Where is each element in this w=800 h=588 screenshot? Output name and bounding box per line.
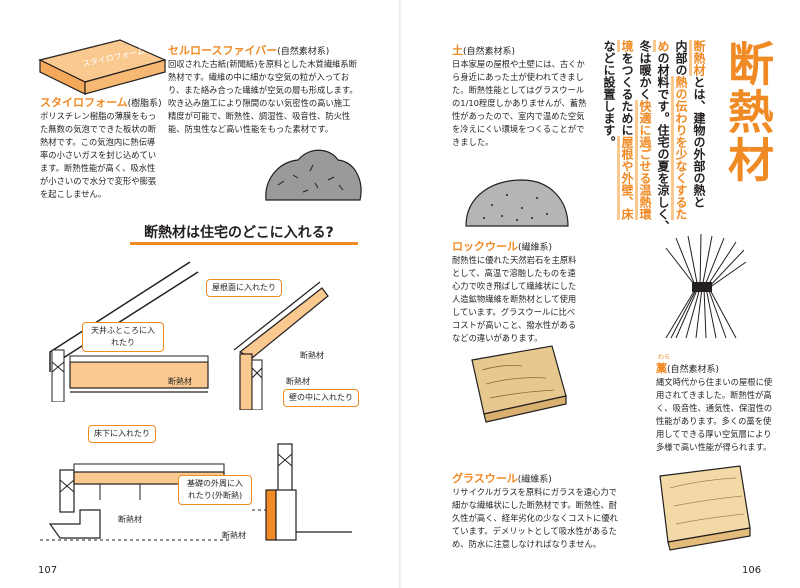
callout-roof: 屋根面に入れたり (206, 279, 282, 297)
straw-bundle-illustration (665, 233, 747, 339)
glasswool-title: グラスウール (452, 472, 518, 485)
page-number-right: 106 (742, 565, 762, 576)
intro-col-6: などに設置します。 (602, 40, 616, 148)
intro-col-2: 内部の熱の伝わりを少なくするた (671, 40, 689, 240)
intro-col-2-text: 内部の (674, 40, 688, 76)
label-insulation-foundation: 断熱材 (222, 531, 246, 540)
styrofoam-description: ポリスチレン樹脂の薄膜をもった無数の気泡でできた板状の断熱材です。この気泡内に熱… (40, 111, 157, 199)
intro-col-3-text: の材料です。住宅の夏を涼しく、 (656, 52, 670, 232)
straw-heading: 藁(自然素材系) (656, 360, 719, 376)
foundation-insulation-diagram (252, 443, 352, 541)
page-number-left: 107 (38, 565, 58, 576)
cellulose-pile-illustration (265, 149, 362, 201)
book-gutter (399, 0, 401, 588)
section-heading-underline (130, 242, 358, 245)
ceiling-insulation-diagram (49, 261, 209, 402)
glasswool-heading: グラスウール(繊維系) (452, 470, 552, 486)
callout-foundation-text: 基礎の外周に入れたり(外断熱) (187, 479, 243, 500)
label-insulation-ceiling: 断熱材 (168, 377, 192, 386)
intro-col-2-highlight: 熱の伝わりを少なくするた (671, 76, 688, 220)
intro-col-5-highlight-a: 境 (617, 40, 634, 52)
callout-foundation: 基礎の外周に入れたり(外断熱) (178, 475, 252, 505)
glasswool-tag: (繊維系) (517, 475, 552, 485)
styrofoam-tag: (樹脂系) (127, 99, 162, 109)
callout-ceiling: 天井ふところに入れたり (82, 322, 164, 352)
styrofoam-heading: スタイロフォーム(樹脂系) (40, 94, 162, 110)
callout-ceiling-text: 天井ふところに入れたり (91, 326, 155, 347)
rockwool-heading: ロックウール(繊維系) (452, 238, 552, 254)
straw-ruby: わら (658, 354, 671, 361)
intro-col-5-text: をつくるために (620, 52, 634, 136)
label-insulation-floor: 断熱材 (118, 515, 142, 524)
soil-tag: (自然素材系) (463, 47, 516, 57)
styrofoam-board-illustration: スタイロフォーム (38, 39, 167, 95)
rockwool-slab-illustration (471, 345, 567, 423)
cellulose-description: 回収された古紙(新聞紙)を原料とした木質繊維系断熱材です。繊維の中に細かな空気の… (168, 59, 358, 134)
styrofoam-title: スタイロフォーム (40, 96, 128, 109)
cellulose-heading: セルロースファイバー(自然素材系) (168, 42, 329, 58)
intro-col-5: 境をつくるために屋根や外壁、床 (617, 40, 635, 240)
callout-wall: 壁の中に入れたり (283, 389, 359, 407)
rockwool-tag: (繊維系) (518, 243, 553, 253)
intro-col-3: めの材料です。住宅の夏を涼しく、 (653, 40, 671, 240)
glasswool-description: リサイクルガラスを原料にガラスを遠心力で細かな繊維状にした断熱材です。断熱性、耐… (452, 487, 618, 549)
intro-col-4: 冬は暖かく快適に過ごせる温熱環 (635, 40, 653, 240)
label-insulation-roof: 断熱材 (300, 351, 324, 360)
intro-col-1-text: とは、建物の外部の熱と (692, 76, 706, 208)
cellulose-tag: (自然素材系) (277, 47, 330, 57)
section-heading: 断熱材は住宅のどこに入れる? (144, 225, 334, 241)
intro-col-1: 断熱材とは、建物の外部の熱と (689, 40, 707, 240)
soil-mound-illustration (465, 179, 569, 227)
straw-description: 縄文時代から住まいの屋根に使用されてきました。断熱性が高く、吸音性、通気性、保湿… (656, 377, 773, 452)
straw-title: 藁 (656, 362, 667, 375)
intro-col-1-highlight: 断熱材 (689, 40, 706, 76)
intro-col-4-text: 冬は暖かく (638, 40, 652, 100)
roof-wall-insulation-diagram (233, 281, 329, 410)
intro-col-4-highlight: 快適に過ごせる温熱環 (635, 100, 652, 220)
intro-col-3-highlight: め (653, 40, 670, 52)
soil-description: 日本家屋の屋根や土壁には、古くから身近にあった土が使われてきました。断熱性能とし… (452, 59, 587, 147)
intro-col-5-highlight-b: 屋根や外壁、床 (617, 136, 634, 220)
soil-heading: 土(自然素材系) (452, 42, 515, 58)
rockwool-title: ロックウール (452, 240, 518, 253)
label-insulation-wall: 断熱材 (286, 377, 310, 386)
callout-floor: 床下に入れたり (88, 425, 156, 443)
cellulose-title: セルロースファイバー (168, 44, 278, 57)
rockwool-description: 耐熱性に優れた天然岩石を主原料として、高温で溶融したものを遠心力で吹き飛ばして繊… (452, 255, 577, 343)
glasswool-slab-illustration (659, 465, 751, 551)
straw-tag: (自然素材系) (667, 365, 720, 375)
page-title: 断熱材 (721, 40, 775, 184)
soil-title: 土 (452, 44, 463, 57)
